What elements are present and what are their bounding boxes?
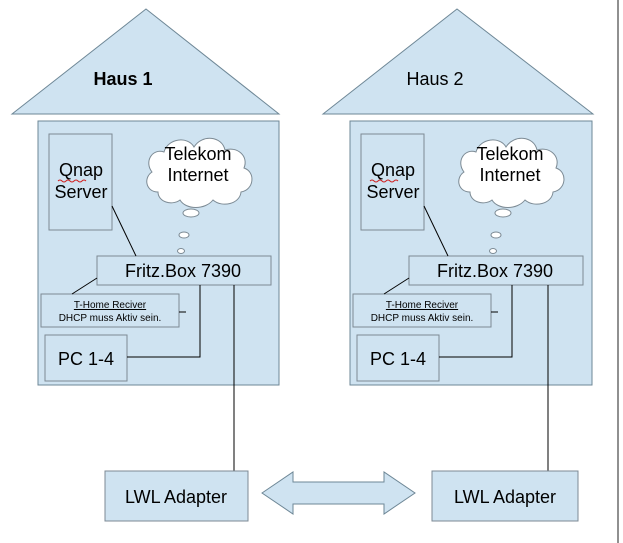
house-1-internet-label-1: Telekom — [164, 144, 231, 164]
house-2-router-box — [408, 255, 584, 286]
house-1-router-box — [96, 255, 272, 286]
house-2-router-label: Fritz.Box 7390 — [437, 261, 553, 281]
house-1: Haus 1 Qnap Server Telekom Internet Frit… — [10, 8, 281, 522]
house-1-line-receiver-router — [71, 277, 98, 295]
house-2-line-pc-router — [439, 285, 513, 358]
house-2-pc-box — [356, 334, 440, 382]
house-2-internet-label-1: Telekom — [476, 144, 543, 164]
house-1-pc-label: PC 1-4 — [58, 349, 114, 369]
house-1-adapter-label: LWL Adapter — [125, 487, 227, 507]
house-1-receiver-box — [40, 293, 180, 328]
house-1-line-server-router — [111, 205, 137, 257]
house-1-title: Haus 1 — [93, 69, 152, 89]
house-1-spellcheck-underline — [57, 179, 87, 183]
house-2-pc-label: PC 1-4 — [370, 349, 426, 369]
house-2-roof — [321, 8, 595, 115]
house-1-server-label-1: Qnap — [59, 160, 103, 180]
house-2-line-receiver-router — [383, 277, 410, 295]
house-1-router-label: Fritz.Box 7390 — [125, 261, 241, 281]
house-2-cloud-icon — [458, 137, 565, 254]
house-2-receiver-label-2: DHCP muss Aktiv sein. — [371, 313, 474, 324]
house-2-line-server-router — [423, 205, 449, 257]
house-2-adapter-box — [431, 470, 579, 522]
house-2-adapter-label: LWL Adapter — [454, 487, 556, 507]
house-1-line-pc-router — [127, 285, 201, 358]
house-2-server-label-2: Server — [366, 182, 419, 202]
house-2-spellcheck-underline — [369, 179, 399, 183]
house-1-server-label-2: Server — [54, 182, 107, 202]
house-2-title: Haus 2 — [406, 69, 463, 89]
house-2: Haus 2 Qnap Server Telekom Internet Frit… — [321, 8, 595, 522]
house-1-receiver-label-1: T-Home Reciver — [74, 300, 147, 311]
house-2-server-label-1: Qnap — [371, 160, 415, 180]
house-2-internet-label-2: Internet — [479, 165, 540, 185]
house-2-receiver-box — [352, 293, 492, 328]
house-1-adapter-box — [104, 470, 249, 522]
house-1-pc-box — [44, 334, 128, 382]
house-1-roof — [10, 8, 281, 115]
house-1-cloud-icon — [146, 137, 253, 254]
house-1-receiver-label-2: DHCP muss Aktiv sein. — [59, 313, 162, 324]
house-2-receiver-label-1: T-Home Reciver — [386, 300, 459, 311]
house-1-internet-label-2: Internet — [167, 165, 228, 185]
double-arrow-connection — [261, 471, 416, 515]
